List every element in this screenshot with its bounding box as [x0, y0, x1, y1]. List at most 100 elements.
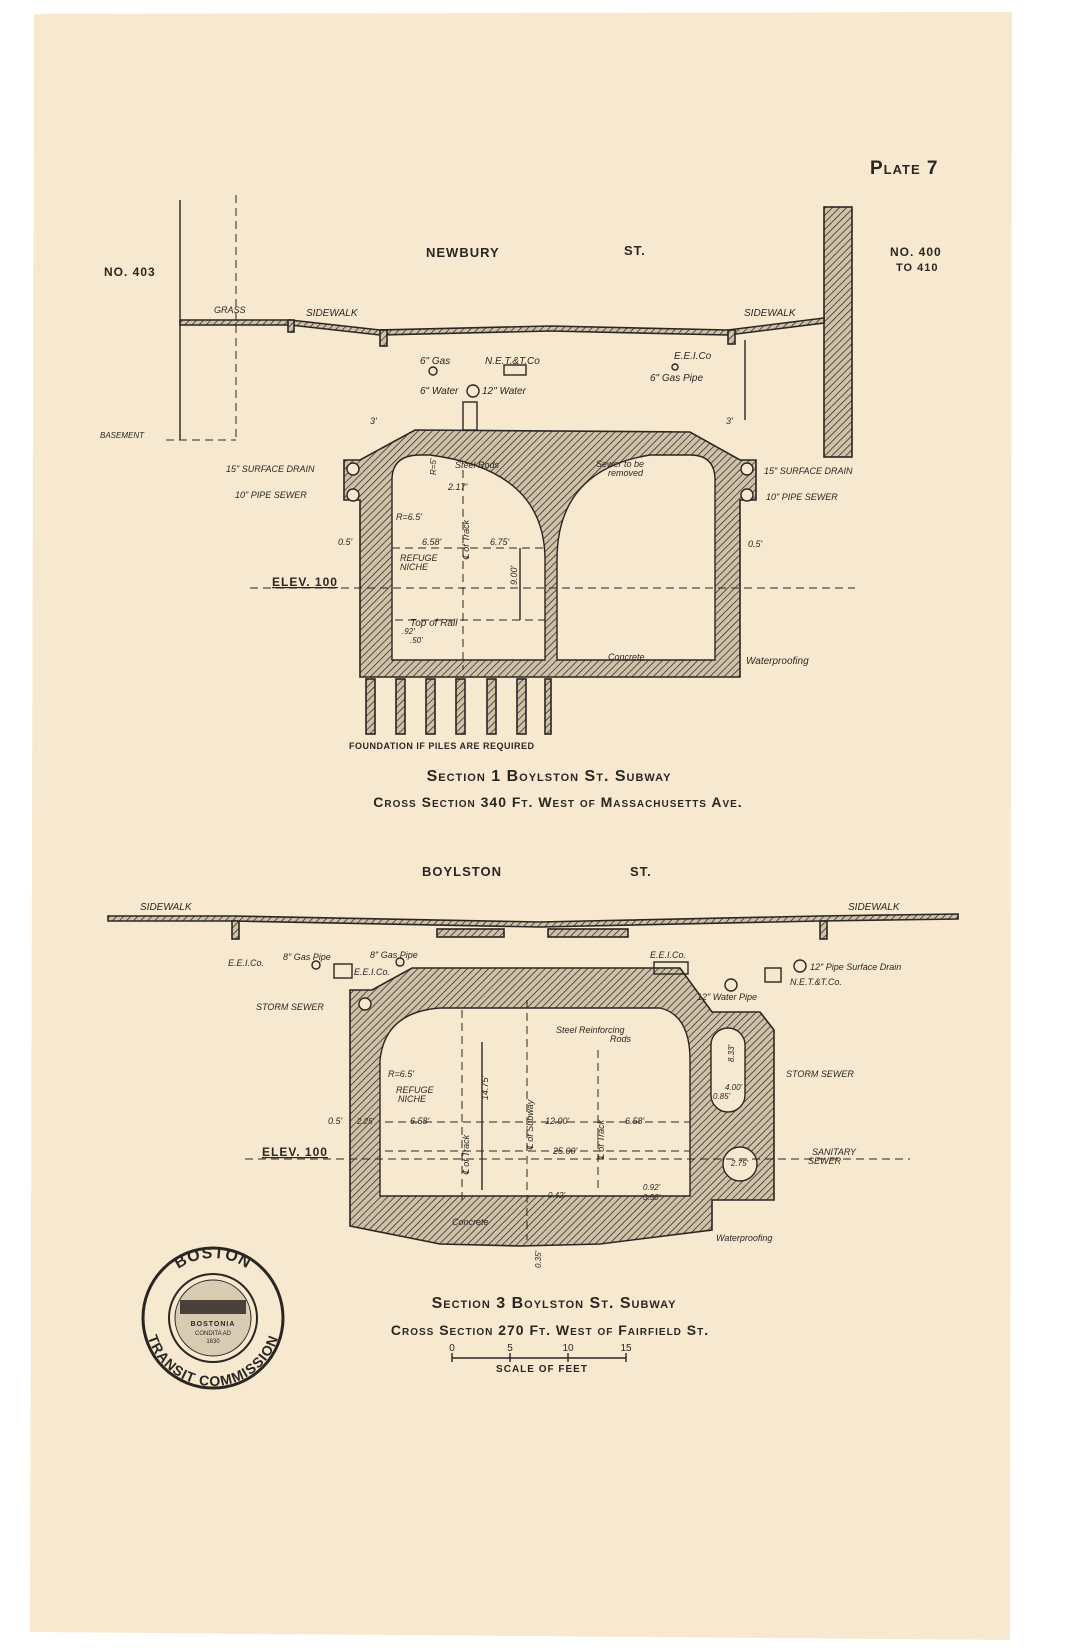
svg-text:R=6.5': R=6.5' — [396, 512, 422, 522]
scale-tick: 15 — [620, 1343, 632, 1354]
svg-text:Concrete: Concrete — [452, 1217, 489, 1227]
scale-bar: 0 5 10 15 Scale of Feet — [449, 1343, 632, 1375]
building-wall — [823, 206, 853, 458]
svg-text:℄ of Track: ℄ of Track — [461, 519, 471, 560]
svg-text:Waterproofing: Waterproofing — [716, 1233, 772, 1243]
svg-text:Grass: Grass — [214, 305, 246, 315]
plate-number: Plate 7 — [870, 158, 939, 179]
svg-text:0.85': 0.85' — [713, 1092, 731, 1101]
svg-text:15" Surface Drain: 15" Surface Drain — [764, 466, 853, 476]
svg-text:8" Gas Pipe: 8" Gas Pipe — [370, 950, 418, 960]
section-3-labels: Sidewalk Sidewalk E.E.I.Co. 8" Gas Pipe … — [140, 902, 901, 1268]
svg-text:Refuge: Refuge — [396, 1085, 435, 1095]
svg-text:℄ of Track: ℄ of Track — [461, 1134, 471, 1175]
svg-text:Storm Sewer: Storm Sewer — [256, 1002, 324, 1012]
svg-text:Sidewalk: Sidewalk — [848, 902, 901, 913]
svg-text:Niche: Niche — [400, 562, 429, 572]
elevation-label: Elev. 100 — [272, 575, 338, 589]
svg-text:Steel Rods: Steel Rods — [455, 460, 500, 470]
section-1-drawing: Newbury St. No. 403 No. 400 to 410 — [100, 195, 942, 810]
svg-text:Sidewalk: Sidewalk — [140, 902, 193, 913]
scale-tick: 5 — [507, 1343, 513, 1354]
svg-text:2.25': 2.25' — [356, 1117, 375, 1126]
svg-text:Steel Reinforcing: Steel Reinforcing — [556, 1025, 625, 1035]
svg-text:3': 3' — [370, 416, 377, 426]
svg-text:6" Gas: 6" Gas — [420, 356, 450, 367]
svg-text:℄ of Track: ℄ of Track — [596, 1119, 606, 1160]
svg-text:10" Pipe Sewer: 10" Pipe Sewer — [766, 492, 838, 502]
section-3-subtitle: Cross Section 270 Ft. West of Fairfield … — [391, 1322, 709, 1338]
svg-text:Bostonia: Bostonia — [191, 1321, 236, 1328]
svg-text:Refuge: Refuge — [400, 553, 439, 563]
svg-text:Rods: Rods — [610, 1034, 632, 1044]
svg-text:Waterproofing: Waterproofing — [746, 656, 809, 667]
svg-text:12" Water Pipe: 12" Water Pipe — [697, 992, 757, 1002]
foundation-label: Foundation if Piles are Required — [349, 741, 535, 751]
svg-text:.92': .92' — [402, 627, 415, 636]
street-name: Newbury — [426, 245, 500, 260]
svg-text:3': 3' — [726, 416, 733, 426]
section-1-labels: Grass Sidewalk Sidewalk Basement 6" Gas … — [100, 305, 853, 667]
svg-text:1630: 1630 — [206, 1339, 220, 1345]
svg-text:E.E.I.Co.: E.E.I.Co. — [354, 967, 390, 977]
svg-text:N.E.T.&T.Co: N.E.T.&T.Co — [485, 356, 540, 367]
svg-text:6.58': 6.58' — [410, 1116, 430, 1126]
svg-text:E.E.I.Co.: E.E.I.Co. — [228, 958, 264, 968]
svg-text:removed: removed — [608, 468, 644, 478]
svg-text:6" Water: 6" Water — [420, 386, 459, 397]
svg-text:0.5': 0.5' — [328, 1116, 343, 1126]
section-1-title: Section 1 Boylston St. Subway — [427, 768, 672, 785]
street-suffix: St. — [630, 864, 652, 879]
svg-text:0.5': 0.5' — [748, 539, 763, 549]
paper-sheet — [30, 12, 1012, 1640]
section-3-title: Section 3 Boylston St. Subway — [432, 1295, 677, 1312]
svg-text:E.E.I.Co: E.E.I.Co — [674, 351, 712, 362]
section-1-subtitle: Cross Section 340 Ft. West of Massachuse… — [373, 794, 742, 810]
elevation-label: Elev. 100 — [262, 1145, 328, 1159]
svg-text:E.E.I.Co.: E.E.I.Co. — [650, 950, 686, 960]
svg-text:6" Gas Pipe: 6" Gas Pipe — [650, 373, 703, 384]
svg-text:Sanitary: Sanitary — [812, 1147, 857, 1157]
street-suffix: St. — [624, 243, 646, 258]
svg-text:6.58': 6.58' — [422, 537, 442, 547]
svg-text:0.42': 0.42' — [548, 1191, 566, 1200]
svg-text:Sewer to be: Sewer to be — [596, 459, 644, 469]
svg-text:12" Pipe Surface Drain: 12" Pipe Surface Drain — [810, 962, 901, 972]
svg-text:15" Surface Drain: 15" Surface Drain — [226, 464, 315, 474]
svg-text:14.75': 14.75' — [480, 1075, 490, 1100]
svg-text:N.E.T.&T.Co.: N.E.T.&T.Co. — [790, 977, 842, 987]
svg-text:2.75': 2.75' — [730, 1159, 749, 1168]
svg-text:12.00': 12.00' — [545, 1116, 570, 1126]
svg-text:4.00': 4.00' — [725, 1083, 743, 1092]
svg-text:Concrete: Concrete — [608, 652, 645, 662]
right-building-number: No. 400 — [890, 245, 942, 259]
scale-tick: 10 — [562, 1343, 574, 1354]
right-building-number-2: to 410 — [896, 262, 939, 274]
svg-text:Basement: Basement — [100, 431, 145, 440]
svg-text:6.58': 6.58' — [625, 1116, 645, 1126]
svg-text:℄ of Subway: ℄ of Subway — [525, 1099, 535, 1150]
svg-text:12" Water: 12" Water — [482, 386, 527, 397]
svg-text:9.00': 9.00' — [509, 565, 519, 585]
svg-text:10" Pipe Sewer: 10" Pipe Sewer — [235, 490, 307, 500]
svg-text:Top of Rail: Top of Rail — [410, 618, 458, 629]
svg-text:0.5': 0.5' — [338, 537, 353, 547]
scale-label: Scale of Feet — [496, 1364, 588, 1375]
street-name: Boylston — [422, 864, 502, 879]
section-3-drawing: Boylston St. Sidewalk Sidewalk E.E.I.Co.… — [107, 864, 959, 1338]
svg-text:Niche: Niche — [398, 1094, 427, 1104]
svg-text:R=5': R=5' — [429, 458, 438, 475]
svg-text:0.50': 0.50' — [643, 1193, 661, 1202]
svg-text:6.75': 6.75' — [490, 537, 510, 547]
svg-text:.50': .50' — [410, 636, 423, 645]
svg-text:R=6.5': R=6.5' — [388, 1069, 414, 1079]
svg-text:Sidewalk: Sidewalk — [744, 308, 797, 319]
svg-text:0.35': 0.35' — [534, 1250, 543, 1268]
foundation-piles — [365, 678, 552, 735]
left-building-number: No. 403 — [104, 265, 156, 279]
svg-text:25.00': 25.00' — [552, 1146, 578, 1156]
scale-tick: 0 — [449, 1343, 455, 1354]
svg-text:Sidewalk: Sidewalk — [306, 308, 359, 319]
svg-text:Sewer: Sewer — [808, 1156, 842, 1166]
